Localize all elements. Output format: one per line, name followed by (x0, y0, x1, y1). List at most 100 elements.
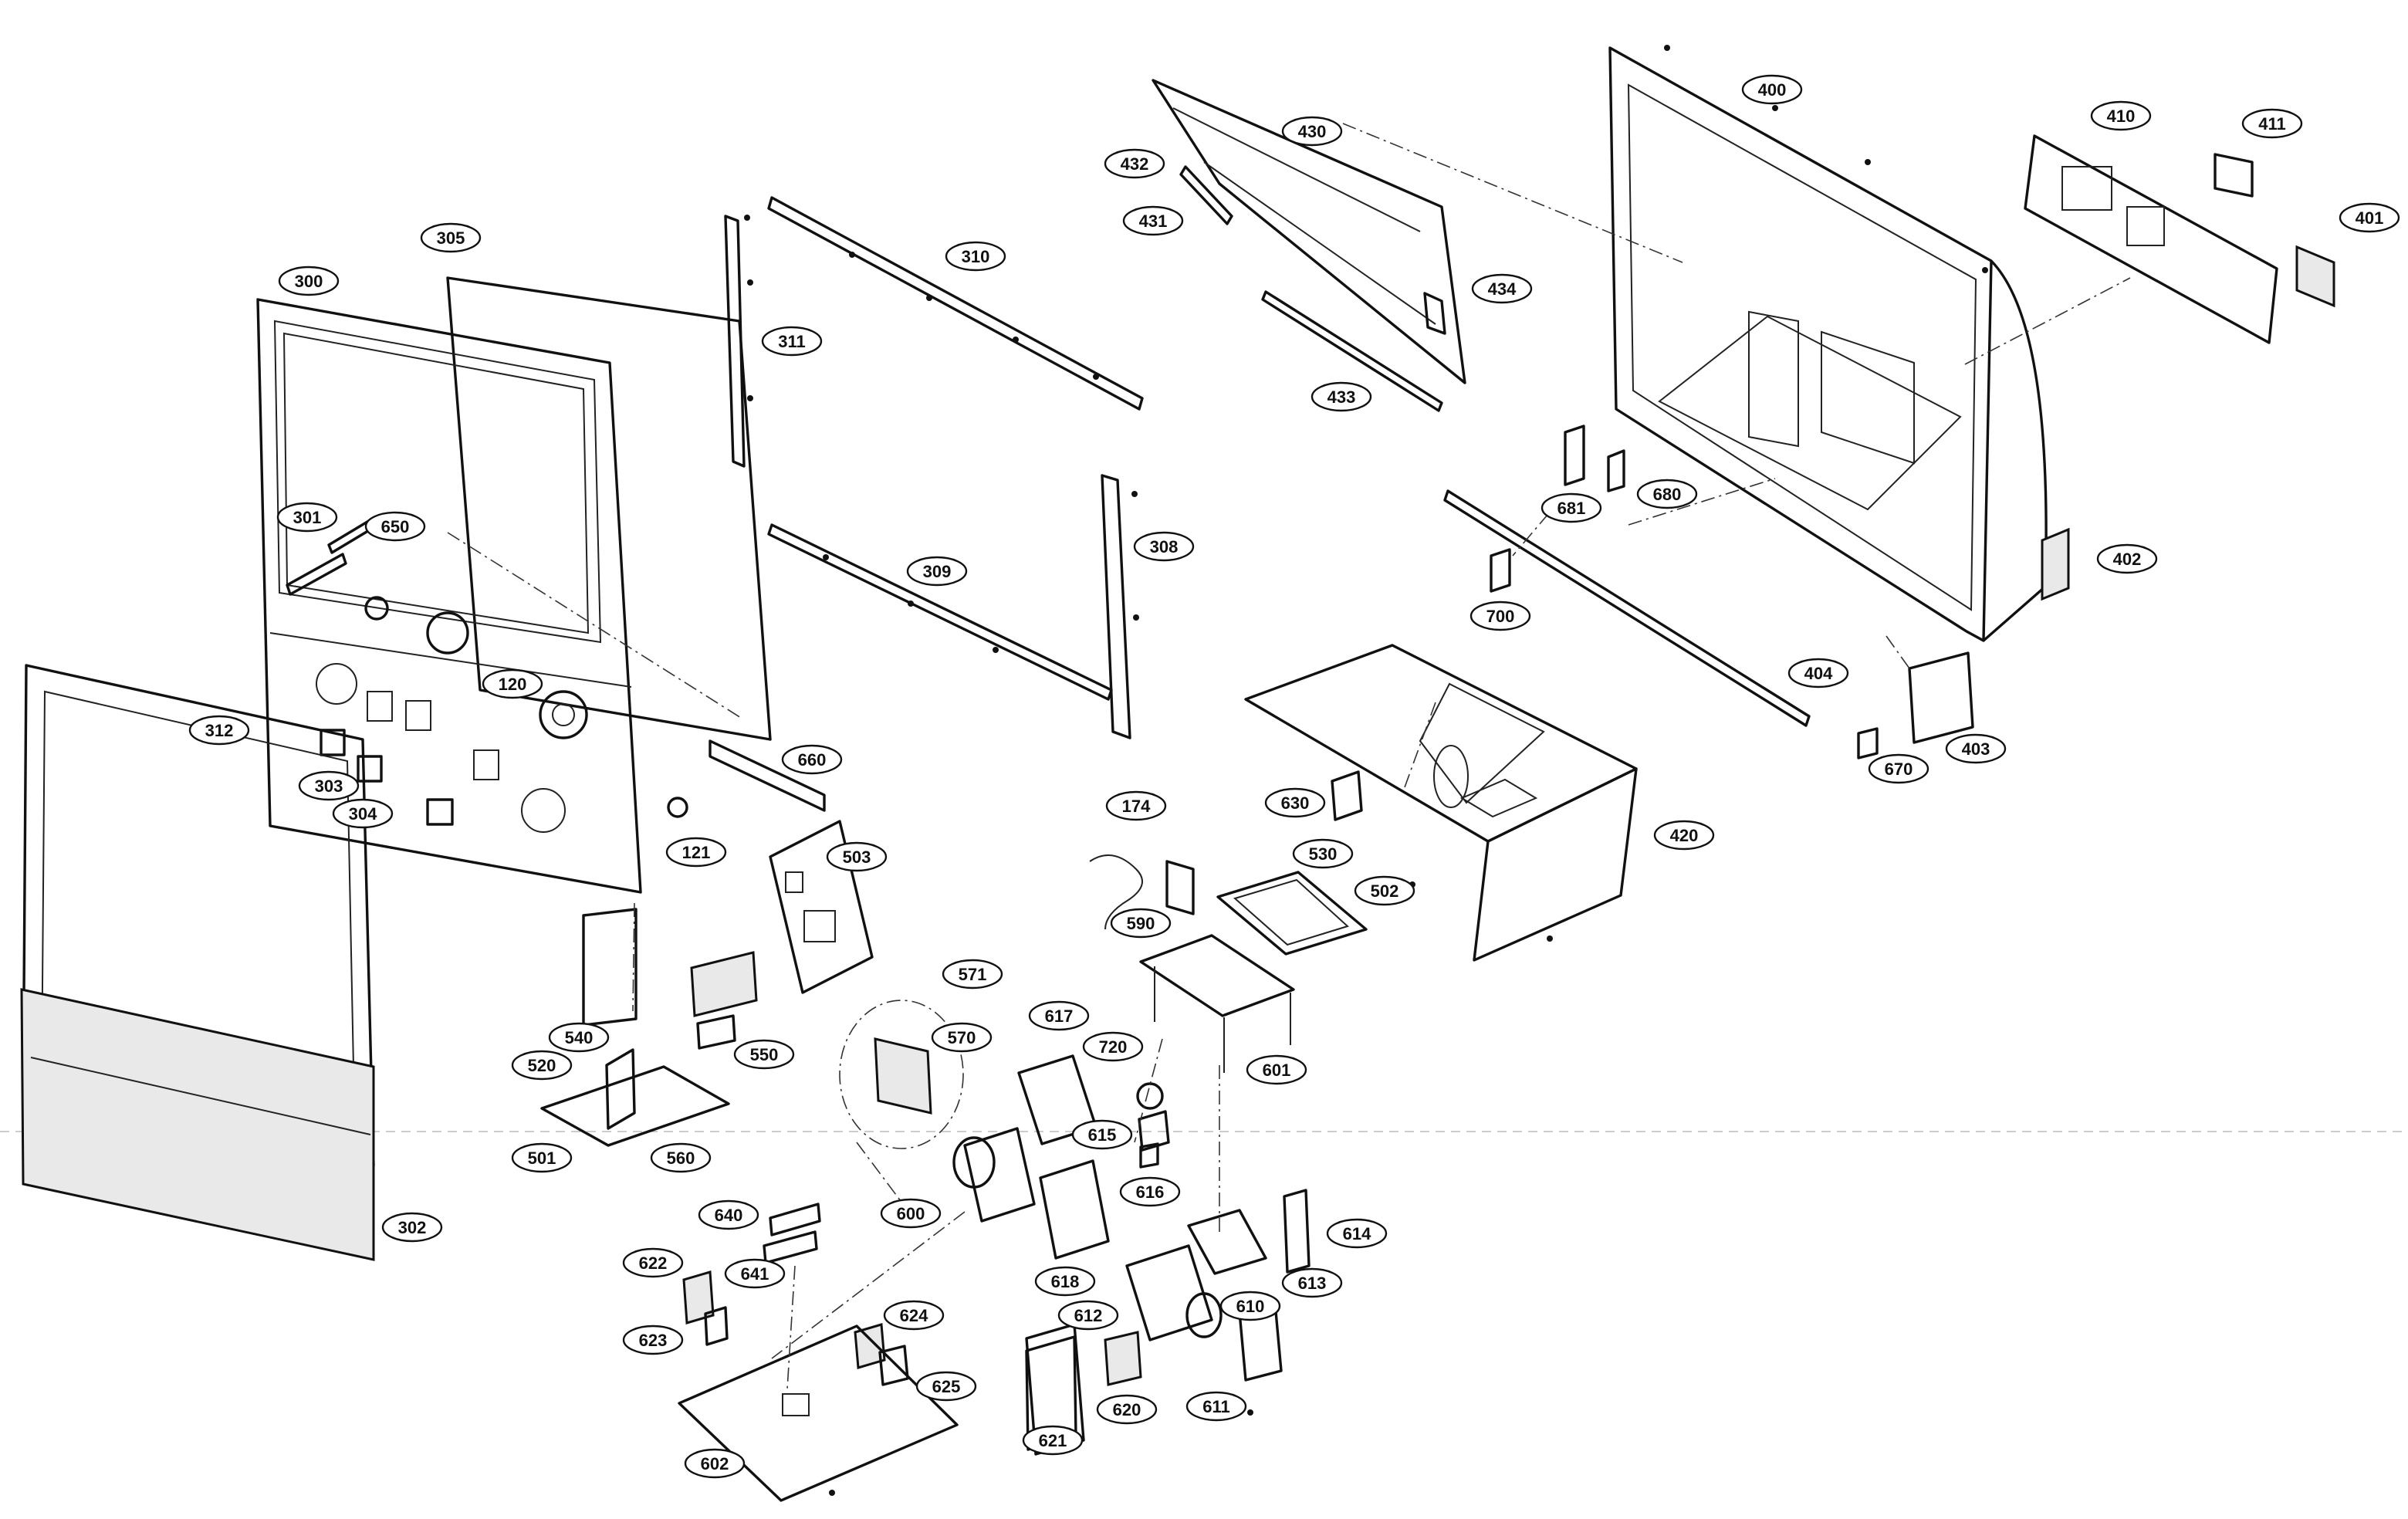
part-618 (1039, 1159, 1110, 1260)
part-625 (878, 1345, 909, 1386)
lens-610 (1185, 1292, 1223, 1338)
svg-text:121: 121 (682, 843, 711, 862)
part-402 (2041, 527, 2070, 601)
part-670 (1857, 727, 1879, 760)
svg-text:613: 613 (1298, 1274, 1327, 1293)
callout-540: 540 (548, 1022, 610, 1053)
svg-text:401: 401 (2356, 208, 2384, 228)
callout-432: 432 (1104, 148, 1165, 179)
part-630 (1331, 770, 1363, 821)
part-641 (763, 1230, 818, 1264)
callout-303: 303 (298, 770, 360, 801)
callout-530: 530 (1292, 838, 1354, 869)
svg-text:503: 503 (843, 847, 871, 867)
svg-text:571: 571 (959, 965, 987, 984)
callout-602: 602 (684, 1448, 746, 1479)
part-304 (357, 755, 383, 783)
svg-text:550: 550 (750, 1045, 779, 1064)
callout-612: 612 (1057, 1300, 1119, 1331)
rail-310 (767, 196, 1144, 411)
part-623 (704, 1306, 729, 1346)
callout-174: 174 (1105, 790, 1167, 821)
part-612 (1025, 1323, 1085, 1456)
callout-bubbles: 120 121 174 300 301 302 303 304 305 308 … (188, 74, 2400, 1479)
callout-650: 650 (364, 511, 426, 542)
callout-311: 311 (761, 326, 823, 357)
callout-622: 622 (622, 1247, 684, 1278)
part-431 (1179, 165, 1233, 225)
part-622 (682, 1270, 715, 1324)
main-board-602 (678, 1324, 959, 1502)
part-speaker-b (426, 611, 469, 655)
callout-400: 400 (1741, 74, 1803, 105)
callout-681: 681 (1541, 492, 1602, 523)
svg-text:630: 630 (1281, 793, 1310, 813)
part-720 (1136, 1082, 1164, 1110)
board-503 (769, 820, 874, 994)
callout-308: 308 (1133, 531, 1195, 562)
callout-309: 309 (906, 556, 968, 587)
bracket-660 (709, 739, 826, 812)
callout-611: 611 (1185, 1391, 1247, 1422)
svg-text:680: 680 (1653, 485, 1682, 504)
panel-502-inner (1233, 878, 1349, 946)
callout-620: 620 (1096, 1394, 1158, 1425)
callout-430: 430 (1281, 116, 1343, 147)
svg-text:303: 303 (315, 776, 343, 796)
optical-block-600 (952, 1127, 1036, 1223)
svg-text:681: 681 (1557, 499, 1586, 518)
callout-410: 410 (2090, 100, 2152, 131)
grille-550 (690, 951, 758, 1017)
svg-text:620: 620 (1113, 1400, 1141, 1419)
part-403 (1908, 651, 1974, 744)
callout-630: 630 (1264, 787, 1326, 818)
rail-309 (767, 523, 1113, 701)
leader-lines (447, 123, 2131, 1390)
callout-120: 120 (482, 668, 543, 699)
svg-text:622: 622 (639, 1253, 668, 1273)
bar-404 (1443, 489, 1811, 727)
svg-text:302: 302 (398, 1218, 427, 1237)
svg-text:720: 720 (1099, 1037, 1128, 1057)
svg-text:310: 310 (962, 247, 990, 266)
callout-660: 660 (781, 744, 843, 775)
part-120-inner (552, 703, 575, 726)
svg-text:624: 624 (900, 1306, 928, 1325)
callout-571: 571 (942, 959, 1003, 990)
callout-720: 720 (1082, 1031, 1144, 1062)
back-cover-410 (2024, 134, 2278, 344)
svg-text:304: 304 (349, 804, 377, 824)
screen-sheet-305 (446, 276, 772, 741)
svg-text:501: 501 (528, 1149, 556, 1168)
part-590 (1165, 860, 1195, 915)
part-301 (286, 553, 347, 596)
callout-434: 434 (1471, 273, 1533, 304)
svg-text:301: 301 (293, 508, 322, 527)
callout-621: 621 (1022, 1425, 1084, 1456)
grille-302 (20, 988, 375, 1261)
mirror-430 (1152, 79, 1466, 384)
svg-text:660: 660 (798, 750, 827, 770)
svg-text:570: 570 (948, 1028, 976, 1047)
callout-312: 312 (188, 715, 250, 746)
callout-520: 520 (511, 1050, 573, 1081)
svg-text:560: 560 (667, 1149, 695, 1168)
svg-text:600: 600 (897, 1204, 925, 1223)
part-434 (1423, 292, 1446, 335)
callout-601: 601 (1246, 1054, 1307, 1085)
svg-text:400: 400 (1758, 80, 1787, 100)
part-680 (1607, 449, 1625, 492)
callout-433: 433 (1311, 381, 1372, 412)
callout-640: 640 (698, 1199, 759, 1230)
callout-302: 302 (381, 1212, 443, 1243)
svg-text:625: 625 (932, 1377, 961, 1396)
callout-420: 420 (1653, 820, 1715, 851)
callout-618: 618 (1034, 1266, 1096, 1297)
svg-text:615: 615 (1088, 1125, 1117, 1145)
rear-cabinet-400 (1608, 46, 2048, 642)
part-121 (667, 797, 688, 818)
callout-300: 300 (278, 266, 340, 296)
callout-404: 404 (1787, 658, 1849, 688)
svg-text:618: 618 (1051, 1272, 1080, 1291)
